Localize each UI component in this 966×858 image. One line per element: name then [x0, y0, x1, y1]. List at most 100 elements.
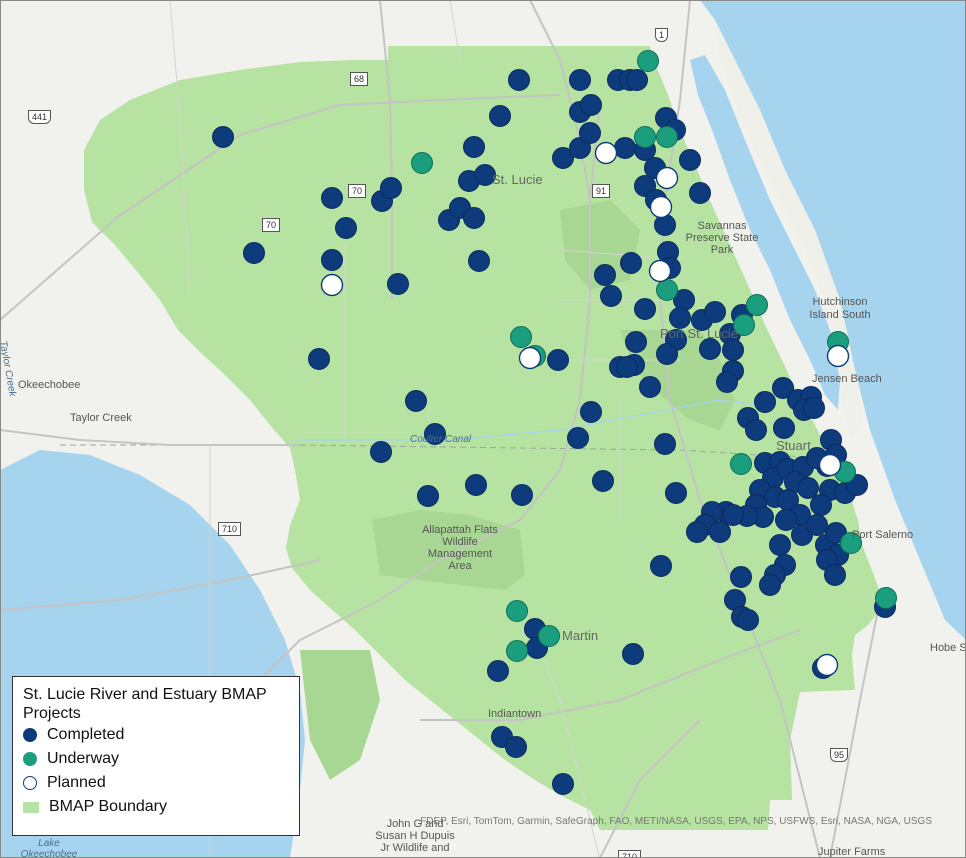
completed-project-marker[interactable] [580, 401, 602, 423]
completed-project-marker[interactable] [465, 474, 487, 496]
completed-project-marker[interactable] [547, 349, 569, 371]
completed-project-marker[interactable] [775, 509, 797, 531]
underway-swatch-icon [23, 752, 37, 766]
completed-project-marker[interactable] [679, 149, 701, 171]
underway-project-marker[interactable] [538, 625, 560, 647]
completed-project-marker[interactable] [380, 177, 402, 199]
completed-project-marker[interactable] [620, 252, 642, 274]
completed-project-marker[interactable] [614, 137, 636, 159]
underway-project-marker[interactable] [840, 532, 862, 554]
completed-project-marker[interactable] [552, 773, 574, 795]
underway-project-marker[interactable] [656, 126, 678, 148]
completed-project-marker[interactable] [308, 348, 330, 370]
completed-project-marker[interactable] [634, 298, 656, 320]
planned-project-marker[interactable] [818, 453, 842, 477]
planned-project-marker[interactable] [815, 653, 839, 677]
underway-project-marker[interactable] [510, 326, 532, 348]
completed-project-marker[interactable] [730, 566, 752, 588]
completed-project-marker[interactable] [321, 187, 343, 209]
completed-project-marker[interactable] [745, 419, 767, 441]
completed-project-marker[interactable] [567, 427, 589, 449]
underway-project-marker[interactable] [656, 279, 678, 301]
completed-project-marker[interactable] [797, 477, 819, 499]
planned-project-marker[interactable] [655, 166, 679, 190]
completed-project-marker[interactable] [810, 494, 832, 516]
road-shield-sr91: 91 [592, 184, 611, 198]
underway-project-marker[interactable] [506, 600, 528, 622]
completed-project-marker[interactable] [370, 441, 392, 463]
completed-project-marker[interactable] [511, 484, 533, 506]
completed-project-marker[interactable] [704, 301, 726, 323]
completed-project-marker[interactable] [654, 433, 676, 455]
completed-project-marker[interactable] [243, 242, 265, 264]
completed-project-marker[interactable] [580, 94, 602, 116]
completed-project-marker[interactable] [622, 643, 644, 665]
completed-project-marker[interactable] [650, 555, 672, 577]
completed-project-marker[interactable] [505, 736, 527, 758]
legend-label: Underway [47, 750, 120, 767]
underway-project-marker[interactable] [746, 294, 768, 316]
completed-project-marker[interactable] [754, 391, 776, 413]
completed-project-marker[interactable] [387, 273, 409, 295]
planned-project-marker[interactable] [826, 344, 850, 368]
place-label-jensen-beach: Jensen Beach [812, 373, 882, 385]
planned-project-marker[interactable] [518, 346, 542, 370]
planned-project-marker[interactable] [594, 141, 618, 165]
completed-project-marker[interactable] [773, 417, 795, 439]
completed-project-marker[interactable] [594, 264, 616, 286]
completed-project-marker[interactable] [616, 356, 638, 378]
completed-project-marker[interactable] [508, 69, 530, 91]
completed-project-marker[interactable] [699, 338, 721, 360]
completed-project-marker[interactable] [474, 164, 496, 186]
planned-project-marker[interactable] [648, 259, 672, 283]
completed-project-marker[interactable] [689, 182, 711, 204]
completed-project-marker[interactable] [669, 307, 691, 329]
completed-project-marker[interactable] [722, 504, 744, 526]
underway-project-marker[interactable] [637, 50, 659, 72]
completed-project-marker[interactable] [626, 69, 648, 91]
underway-project-marker[interactable] [411, 152, 433, 174]
completed-project-marker[interactable] [824, 564, 846, 586]
completed-project-marker[interactable] [321, 249, 343, 271]
completed-project-marker[interactable] [579, 122, 601, 144]
completed-project-marker[interactable] [737, 609, 759, 631]
underway-project-marker[interactable] [733, 314, 755, 336]
completed-project-marker[interactable] [722, 339, 744, 361]
completed-project-marker[interactable] [656, 343, 678, 365]
completed-project-marker[interactable] [769, 534, 791, 556]
completed-project-marker[interactable] [552, 147, 574, 169]
place-label-allapattah: Allapattah Flats Wildlife Management Are… [422, 524, 498, 572]
completed-project-marker[interactable] [665, 482, 687, 504]
completed-project-marker[interactable] [709, 521, 731, 543]
legend-title: St. Lucie River and Estuary BMAP Project… [23, 686, 267, 722]
completed-project-marker[interactable] [424, 423, 446, 445]
completed-project-marker[interactable] [405, 390, 427, 412]
completed-project-marker[interactable] [806, 514, 828, 536]
completed-project-marker[interactable] [686, 521, 708, 543]
completed-project-marker[interactable] [468, 250, 490, 272]
completed-project-marker[interactable] [600, 285, 622, 307]
completed-project-marker[interactable] [625, 331, 647, 353]
completed-project-marker[interactable] [335, 217, 357, 239]
completed-project-marker[interactable] [487, 660, 509, 682]
completed-project-marker[interactable] [212, 126, 234, 148]
completed-project-marker[interactable] [592, 470, 614, 492]
underway-project-marker[interactable] [634, 126, 656, 148]
completed-project-marker[interactable] [803, 397, 825, 419]
underway-project-marker[interactable] [730, 453, 752, 475]
completed-project-marker[interactable] [489, 105, 511, 127]
completed-project-marker[interactable] [417, 485, 439, 507]
underway-project-marker[interactable] [875, 587, 897, 609]
completed-project-marker[interactable] [759, 574, 781, 596]
completed-project-marker[interactable] [639, 376, 661, 398]
completed-project-marker[interactable] [716, 371, 738, 393]
completed-project-marker[interactable] [463, 136, 485, 158]
planned-project-marker[interactable] [649, 195, 673, 219]
planned-project-marker[interactable] [320, 273, 344, 297]
completed-project-marker[interactable] [772, 377, 794, 399]
project-points [212, 50, 897, 795]
underway-project-marker[interactable] [506, 640, 528, 662]
completed-project-marker[interactable] [463, 207, 485, 229]
completed-project-marker[interactable] [569, 69, 591, 91]
